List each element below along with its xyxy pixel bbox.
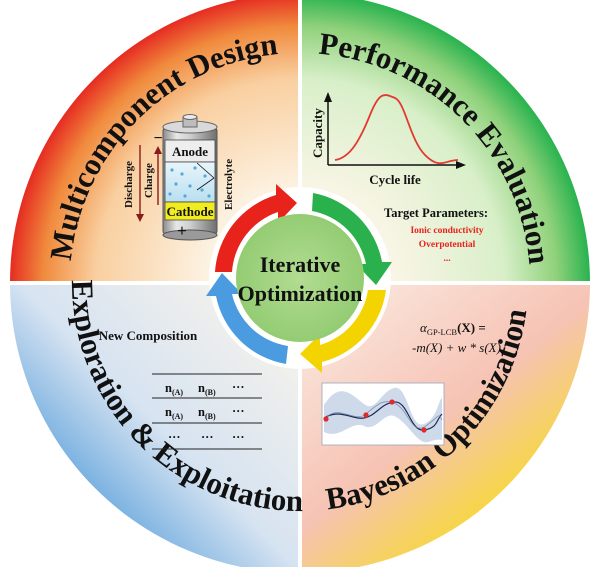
battery-plus-sign: + xyxy=(177,221,187,240)
target-parameters-heading: Target Parameters: xyxy=(384,206,488,220)
table-cell-r2-a: n(A) xyxy=(165,405,183,421)
target-more: ... xyxy=(443,254,450,264)
battery-cathode-label: Cathode xyxy=(167,204,214,219)
plot-ylabel: Capacity xyxy=(310,108,325,158)
center-title-line2: Optimization xyxy=(238,281,363,306)
gaussian-process-plot xyxy=(321,382,445,446)
battery-anode-label: Anode xyxy=(172,144,208,159)
quadrant-bottom-right xyxy=(300,283,592,572)
table-cell-r3-a: ··· xyxy=(168,430,181,444)
table-cell-r1-c: ··· xyxy=(232,380,245,394)
acquisition-formula-line2: -m(X) + w * s(X) xyxy=(412,340,501,355)
ring-arrow-yellow xyxy=(300,290,386,373)
battery-illustration xyxy=(162,114,218,241)
table-cell-r2-b: n(B) xyxy=(198,405,216,421)
charge-discharge-arrows xyxy=(136,145,162,222)
iteration-ring xyxy=(206,184,392,373)
new-composition-label: New Composition xyxy=(99,328,198,343)
center-title-line1: Iterative xyxy=(260,252,341,277)
table-cell-r1-a: n(A) xyxy=(165,381,183,397)
plot-xlabel: Cycle life xyxy=(369,172,421,187)
ring-arrow-red xyxy=(215,184,297,272)
battery-electrolyte-label: Electrolyte xyxy=(223,159,235,210)
battery-charge-label: Charge xyxy=(143,163,155,198)
ring-arrow-green xyxy=(312,193,392,285)
ring-arrow-blue xyxy=(206,273,288,364)
target-ionic-conductivity: Ionic conductivity xyxy=(410,226,483,236)
center-circle xyxy=(236,214,364,342)
acquisition-formula-line1: αGP-LCB(X) = xyxy=(420,320,486,337)
composition-table xyxy=(152,373,262,450)
table-cell-r3-b: ··· xyxy=(201,430,214,444)
table-cell-r2-c: ··· xyxy=(232,404,245,418)
electrolyte-particles xyxy=(168,166,211,198)
capacity-curve xyxy=(334,94,459,165)
target-overpotential: Overpotential xyxy=(419,240,476,250)
quadrant-top-left xyxy=(8,0,300,283)
quadrant-top-right xyxy=(300,0,592,283)
battery-minus-sign: − xyxy=(153,130,162,147)
capacity-plot xyxy=(324,92,466,169)
quadrant-bottom-left xyxy=(8,283,300,572)
battery-discharge-label: Discharge xyxy=(123,161,135,208)
table-cell-r1-b: n(B) xyxy=(198,381,216,397)
table-cell-r3-c: ··· xyxy=(232,430,245,444)
